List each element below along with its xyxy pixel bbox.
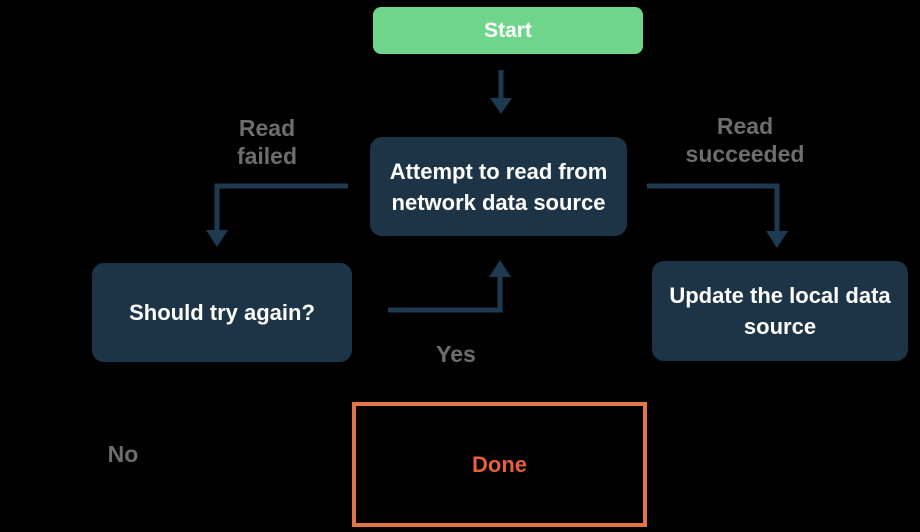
node-update-local-data: Update the local data source	[652, 261, 908, 361]
edge-label-read-failed: Read failed	[236, 115, 298, 169]
arrow-start-to-attempt	[490, 70, 512, 114]
node-done-label: Done	[472, 452, 527, 477]
edge-label-no: No	[107, 441, 139, 467]
node-should-try-again: Should try again?	[92, 263, 352, 362]
node-start: Start	[373, 7, 643, 54]
edge-label-read-succeeded: Read succeeded	[685, 113, 805, 167]
node-update-local-data-label: Update the local data source	[669, 283, 891, 339]
node-start-label: Start	[484, 19, 532, 42]
node-should-try-again-label: Should try again?	[129, 300, 315, 325]
arrow-should-to-attempt	[388, 260, 511, 313]
arrow-attempt-to-update	[647, 183, 788, 248]
node-attempt-read-label: Attempt to read from network data source	[389, 158, 608, 215]
edge-label-yes: Yes	[436, 341, 476, 367]
arrow-attempt-to-should	[206, 183, 348, 247]
node-done: Done	[352, 402, 647, 527]
node-attempt-read: Attempt to read from network data source	[370, 137, 627, 236]
